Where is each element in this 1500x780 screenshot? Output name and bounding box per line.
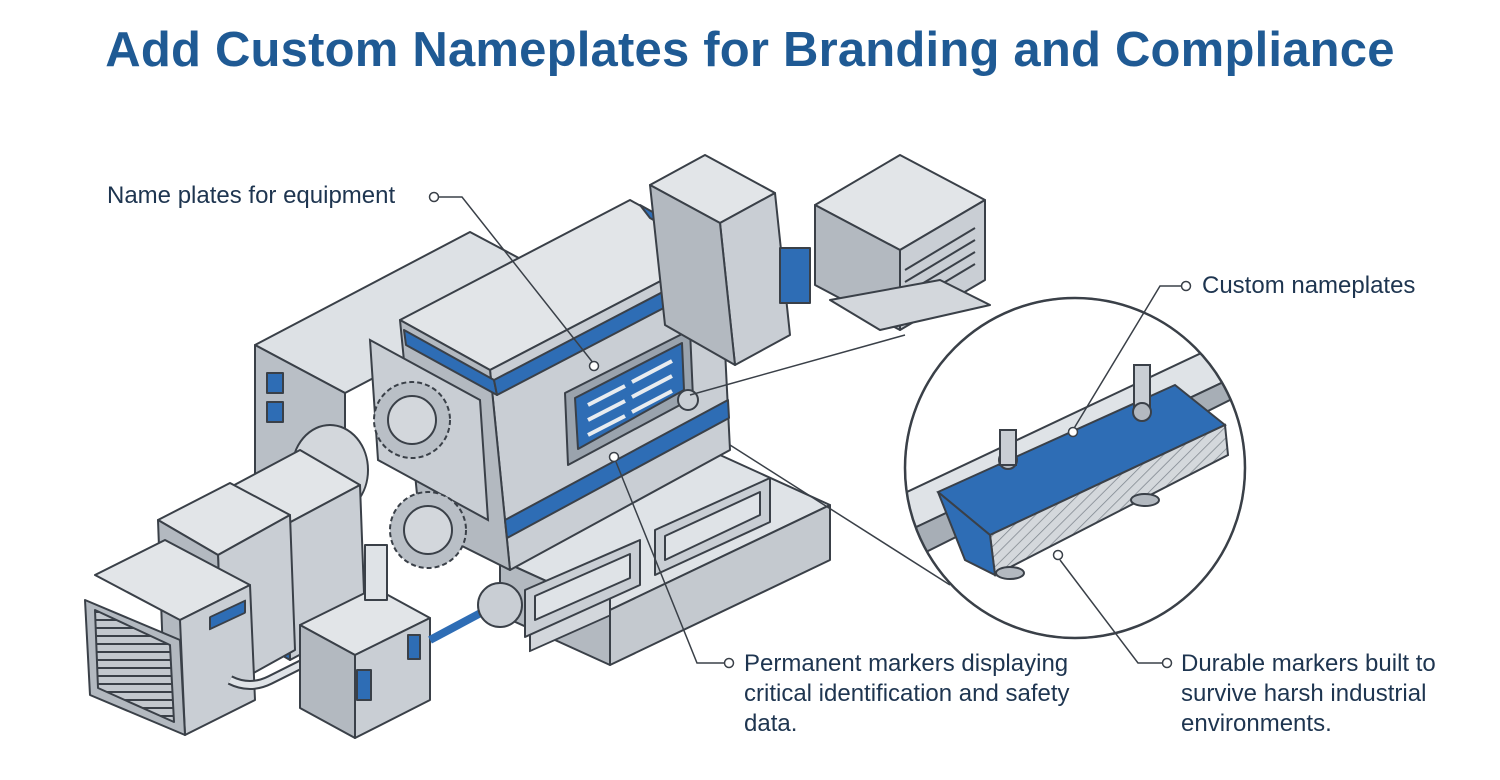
machine-base: [499, 454, 831, 666]
callout-custom-nameplates: Custom nameplates: [1202, 272, 1416, 299]
control-box: [299, 544, 523, 739]
callout-permanent-markers: Permanent markers displaying critical id…: [744, 650, 1070, 737]
zoom-detail: [689, 296, 1247, 640]
page-title: Add Custom Nameplates for Branding and C…: [105, 23, 1395, 77]
rear-motor: [649, 154, 991, 366]
front-drive: [84, 449, 366, 736]
housing-nameplate: [564, 329, 699, 466]
callout-equipment-nameplates: Name plates for equipment: [107, 182, 396, 209]
callout-durable-markers: Durable markers built to survive harsh i…: [1181, 650, 1436, 737]
leader-lines: [428, 191, 1192, 669]
